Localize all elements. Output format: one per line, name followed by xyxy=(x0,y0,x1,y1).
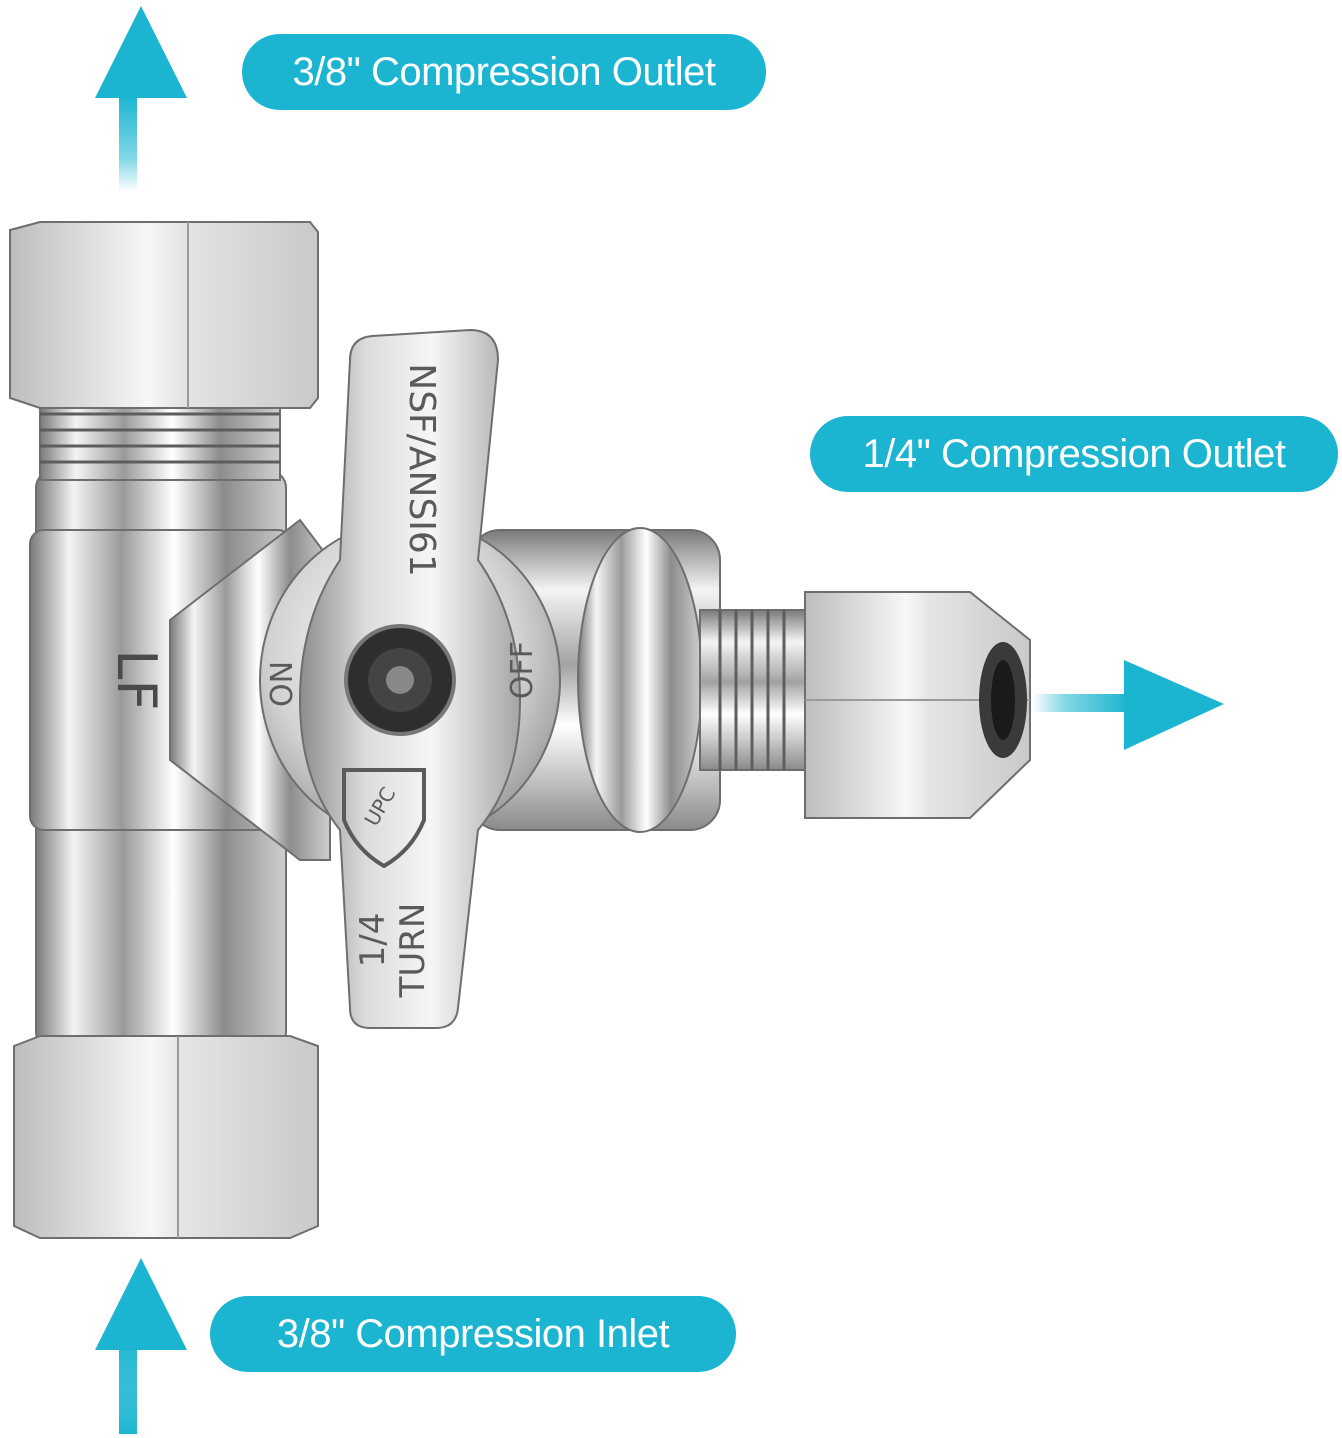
on-marking: ON xyxy=(265,661,300,707)
label-inlet: 3/8" Compression Inlet xyxy=(210,1296,736,1372)
lf-marking: LF xyxy=(105,649,168,710)
arrow-up-icon xyxy=(95,6,187,192)
standard-marking: NSF/ANSI61 xyxy=(401,363,442,576)
turn-fraction-marking: 1/4 xyxy=(353,913,393,968)
valve-body: LF xyxy=(9,221,1031,1239)
valve-handle: NSF/ANSI61 ON OFF 1/4 TURN UPC xyxy=(265,328,540,1029)
turn-word-marking: TURN xyxy=(393,903,433,999)
arrow-up-icon xyxy=(95,1258,187,1438)
off-marking: OFF xyxy=(505,641,540,699)
label-side-outlet: 1/4" Compression Outlet xyxy=(810,416,1338,492)
arrow-right-icon xyxy=(1032,660,1224,750)
label-top-outlet: 3/8" Compression Outlet xyxy=(242,34,766,110)
